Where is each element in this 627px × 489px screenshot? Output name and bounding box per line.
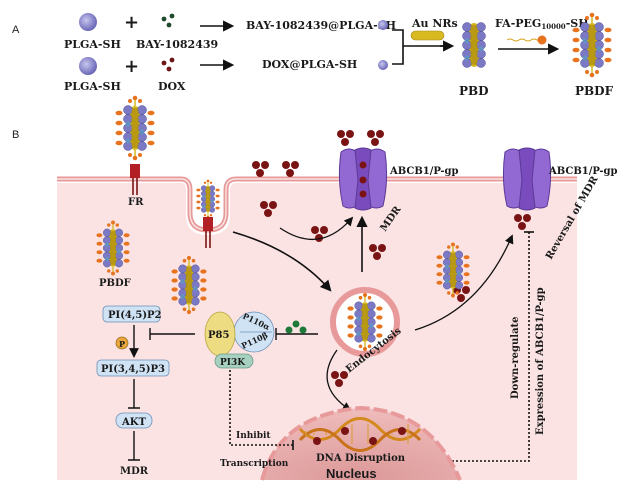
pbdf-bound-receptor [116, 96, 155, 161]
dox-cluster-icon [337, 130, 354, 146]
dox-cluster-icon [282, 161, 299, 177]
pip3-box [96, 359, 170, 377]
plga-sphere-icon [79, 57, 97, 75]
pi3k-label: PI3K [220, 358, 246, 368]
row2: PLGA-SH + DOX DOX@PLGA-SH [64, 56, 388, 93]
bay-drug-icon [161, 13, 175, 28]
expression-label: Expression of ABCB1/P-gp [535, 287, 546, 435]
row1-product-label: BAY-1082439@PLGA-SH [246, 19, 396, 32]
peg-chain-icon [506, 38, 542, 42]
pi3k-complex [204, 311, 275, 369]
pip2-box [102, 305, 161, 323]
nanoparticle-icon [378, 60, 388, 70]
row1-drug-label: BAY-1082439 [136, 38, 218, 51]
row2-carrier-label: PLGA-SH [64, 80, 121, 93]
dna-disruption-label: DNA Disruption [316, 453, 406, 464]
internalizing-pbdf [196, 180, 219, 219]
plga-sphere-icon [79, 13, 97, 31]
inhibit-bar [149, 328, 195, 340]
dox-drug-icon [161, 57, 175, 72]
row1: PLGA-SH + BAY-1082439 BAY-1082439@PLGA-S… [64, 12, 396, 51]
pip3-label: PI(3,4,5)P3 [101, 364, 165, 375]
internalization-arrow [232, 231, 332, 292]
pgp-transporter-right [502, 147, 552, 211]
bay-drug-icon [285, 320, 307, 334]
p85-label: P85 [208, 330, 229, 341]
dox-cluster-icon [367, 130, 384, 146]
pbd-label: PBD [459, 84, 489, 98]
pip2-label: PI(4,5)P2 [108, 310, 162, 321]
dna-helix-icon [298, 417, 422, 452]
pathway-mdr-label: MDR [120, 466, 149, 477]
panel-b-label: B [12, 129, 19, 141]
row2-drug-label: DOX [158, 80, 186, 93]
fr-label: FR [128, 197, 144, 208]
pbd-nanostructure [462, 22, 486, 68]
akt-label: AKT [121, 417, 146, 428]
nucleus-label: Nucleus [326, 466, 377, 481]
pgp-left-label: ABCB1/P-gp [389, 166, 459, 177]
nuclear-envelope [260, 405, 462, 481]
efflux-curve-arrow [279, 216, 354, 241]
transcription-label: Transcription [220, 459, 289, 469]
pbdf-inside-label: PBDF [99, 278, 131, 289]
nucleus [262, 408, 460, 480]
row2-product-label: DOX@PLGA-SH [262, 58, 357, 71]
nuclear-arrow [326, 349, 352, 412]
bay-inhibit-bar [275, 328, 318, 340]
row1-carrier-label: PLGA-SH [64, 38, 121, 51]
down-regulate-label: Down-regulate [510, 316, 521, 399]
inhibit-bar [128, 431, 140, 461]
downregulate-line [440, 232, 530, 462]
phosphate-label: P [119, 339, 125, 349]
dox-cluster-icon [252, 161, 269, 177]
nanoparticle-icon [378, 20, 388, 30]
inhibit-label: Inhibit [236, 431, 271, 441]
phosphate-icon [115, 336, 129, 350]
pbdf-label: PBDF [575, 84, 614, 98]
pgp-right-label: ABCB1/P-gp [548, 166, 618, 177]
inhibit-bar [128, 379, 140, 409]
akt-box [115, 412, 153, 429]
plus-sign: + [124, 12, 139, 33]
panel-a-label: A [12, 24, 20, 36]
inhibit-transcription-line [229, 370, 293, 446]
gold-nanorod-icon [410, 30, 445, 41]
folate-icon [537, 35, 547, 45]
release-arrow [414, 234, 514, 331]
plus-sign: + [124, 56, 139, 77]
au-nrs-label: Au NRs [411, 17, 458, 30]
